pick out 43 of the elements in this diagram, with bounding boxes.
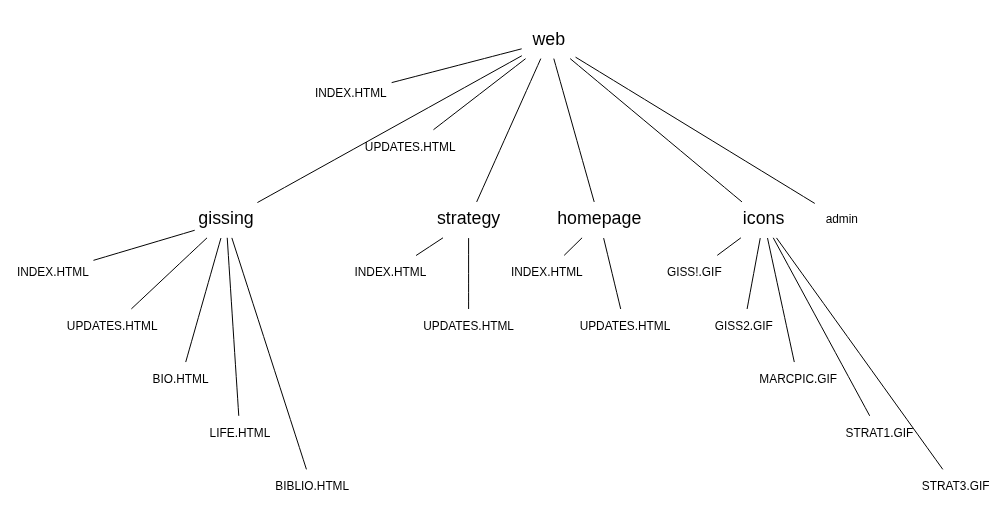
connector <box>603 237 622 309</box>
node-text: BIBLIO.HTML <box>275 478 350 493</box>
node-text: UPDATES.HTML <box>66 318 158 333</box>
node-text: UPDATES.HTML <box>423 318 514 333</box>
connector <box>772 236 871 416</box>
connector <box>746 237 761 309</box>
connector <box>767 237 795 363</box>
node-text: web <box>532 28 566 49</box>
connector <box>716 236 742 256</box>
connector <box>553 57 595 202</box>
connector <box>563 236 583 256</box>
node-text: STRAT3.GIF <box>921 478 990 493</box>
node-text: INDEX.HTML <box>314 85 387 100</box>
connector <box>432 57 527 130</box>
connector <box>231 236 307 470</box>
node-text: INDEX.HTML <box>16 264 89 279</box>
node-text: BIO.HTML <box>152 371 209 386</box>
connector <box>92 229 196 261</box>
node-text: STRAT1.GIF <box>845 425 914 440</box>
node-text: GISS2.GIF <box>714 318 773 333</box>
node-text: UPDATES.HTML <box>364 139 456 154</box>
connector <box>391 47 523 83</box>
connector <box>776 236 944 470</box>
node-text: icons <box>742 207 785 228</box>
connector <box>569 57 743 202</box>
connector <box>226 236 240 416</box>
connector <box>256 54 523 203</box>
node-text: MARCPIC.GIF <box>759 371 838 386</box>
connector <box>468 237 470 309</box>
connector <box>130 236 208 309</box>
connector <box>415 236 444 256</box>
node-text: UPDATES.HTML <box>579 318 671 333</box>
connector <box>575 56 816 204</box>
node-text: INDEX.HTML <box>510 264 583 279</box>
node-text: INDEX.HTML <box>354 264 427 279</box>
node-text: homepage <box>557 207 642 228</box>
node-text: GISS!.GIF <box>666 264 722 279</box>
connector <box>476 57 542 202</box>
node-text: strategy <box>436 207 501 228</box>
node-text: LIFE.HTML <box>209 425 271 440</box>
node-text: admin <box>825 211 858 226</box>
connector <box>185 237 222 363</box>
node-text: gissing <box>198 207 254 228</box>
